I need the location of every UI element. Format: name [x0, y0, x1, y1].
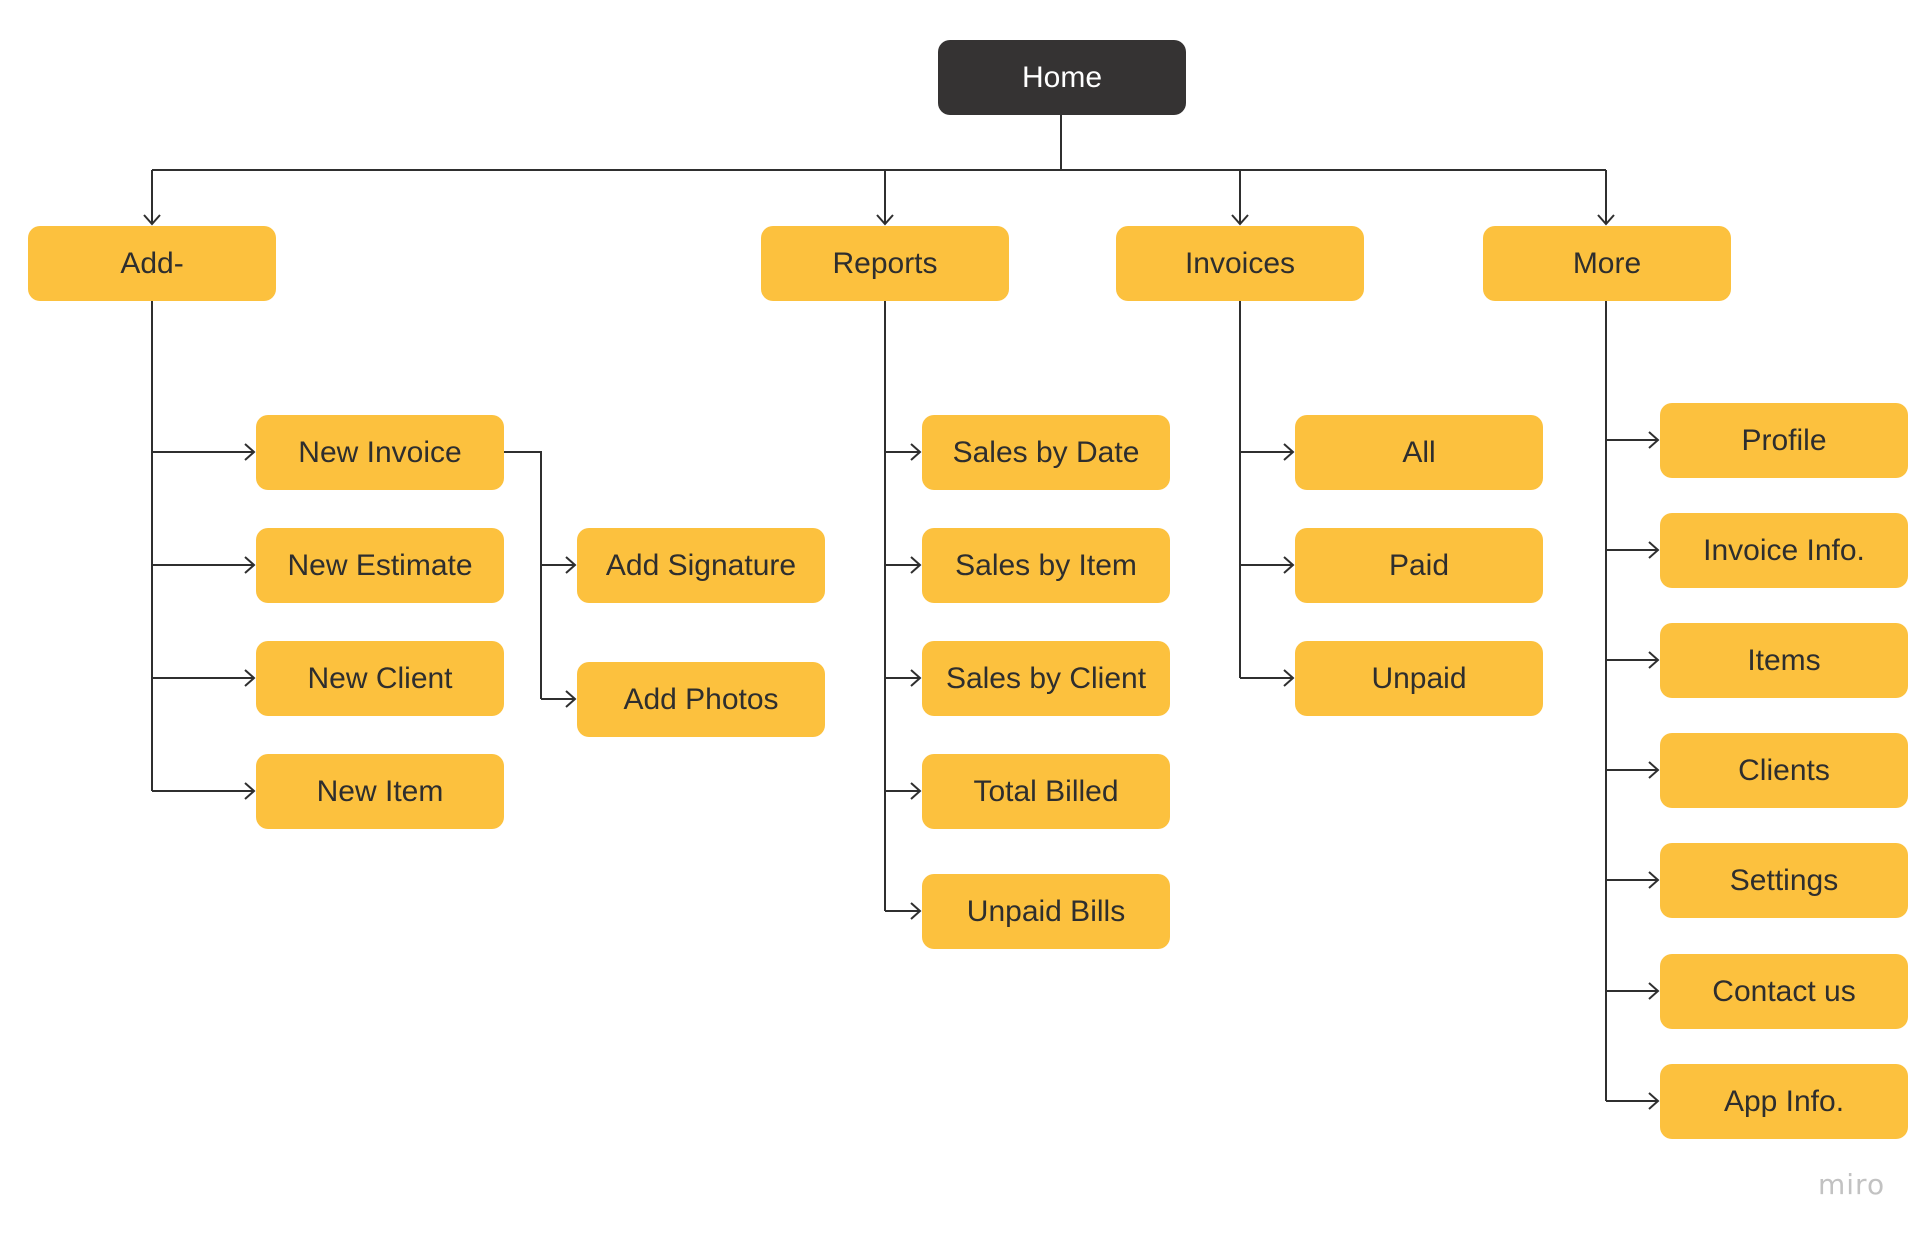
add-node[interactable]: Add- [28, 226, 276, 301]
sales-by-client-node[interactable]: Sales by Client [922, 641, 1170, 716]
total-billed-node[interactable]: Total Billed [922, 754, 1170, 829]
app-info-node[interactable]: App Info. [1660, 1064, 1908, 1139]
arrowhead-down [1597, 214, 1615, 226]
arrowhead-right [565, 556, 577, 574]
arrowhead-down [1231, 214, 1249, 226]
clients-node[interactable]: Clients [1660, 733, 1908, 808]
arrowhead-right [1648, 431, 1660, 449]
arrowhead-right [244, 443, 256, 461]
arrowhead-right [910, 902, 922, 920]
settings-node[interactable]: Settings [1660, 843, 1908, 918]
arrowhead-right [910, 443, 922, 461]
arrowhead-right [1648, 1092, 1660, 1110]
add-photos-node[interactable]: Add Photos [577, 662, 825, 737]
arrowhead-right [244, 556, 256, 574]
unpaid-bills-node[interactable]: Unpaid Bills [922, 874, 1170, 949]
arrowhead-right [565, 690, 577, 708]
arrowhead-right [1648, 871, 1660, 889]
arrowhead-down [143, 214, 161, 226]
arrowhead-right [1648, 651, 1660, 669]
new-estimate-node[interactable]: New Estimate [256, 528, 504, 603]
contact-us-node[interactable]: Contact us [1660, 954, 1908, 1029]
arrowhead-right [1283, 669, 1295, 687]
items-node[interactable]: Items [1660, 623, 1908, 698]
new-client-node[interactable]: New Client [256, 641, 504, 716]
home-node[interactable]: Home [938, 40, 1186, 115]
arrowhead-right [1648, 982, 1660, 1000]
arrowhead-right [910, 782, 922, 800]
sales-by-item-node[interactable]: Sales by Item [922, 528, 1170, 603]
paid-invoices-node[interactable]: Paid [1295, 528, 1543, 603]
more-node[interactable]: More [1483, 226, 1731, 301]
arrowhead-right [1648, 541, 1660, 559]
all-invoices-node[interactable]: All [1295, 415, 1543, 490]
profile-node[interactable]: Profile [1660, 403, 1908, 478]
arrowhead-right [910, 556, 922, 574]
arrowhead-right [1283, 443, 1295, 461]
new-invoice-sub-line [504, 451, 542, 699]
reports-node[interactable]: Reports [761, 226, 1009, 301]
new-invoice-node[interactable]: New Invoice [256, 415, 504, 490]
arrowhead-right [244, 669, 256, 687]
arrowhead-right [1283, 556, 1295, 574]
sales-by-date-node[interactable]: Sales by Date [922, 415, 1170, 490]
add-signature-node[interactable]: Add Signature [577, 528, 825, 603]
new-item-node[interactable]: New Item [256, 754, 504, 829]
arrowhead-right [244, 782, 256, 800]
arrowhead-down [876, 214, 894, 226]
arrowhead-right [1648, 761, 1660, 779]
arrowhead-right [910, 669, 922, 687]
invoices-node[interactable]: Invoices [1116, 226, 1364, 301]
unpaid-invoices-node[interactable]: Unpaid [1295, 641, 1543, 716]
invoice-info-node[interactable]: Invoice Info. [1660, 513, 1908, 588]
miro-watermark: miro [1818, 1168, 1886, 1201]
